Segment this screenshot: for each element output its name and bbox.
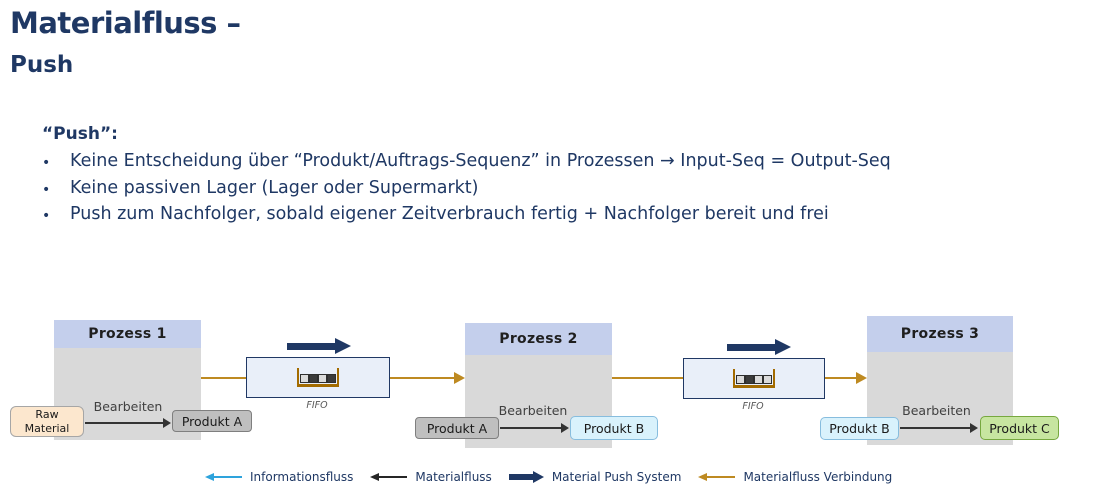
bullet-block: “Push”: • Keine Entscheidung über “Produ… bbox=[42, 124, 1102, 229]
process-arrow-head-icon bbox=[970, 423, 978, 433]
bullet-dot-icon: • bbox=[42, 208, 51, 224]
bullet-dot-icon: • bbox=[42, 181, 51, 198]
material-push-system-arrow-icon bbox=[508, 471, 544, 483]
process-title: Prozess 3 bbox=[900, 326, 980, 342]
process-arrow-head-icon bbox=[561, 423, 569, 433]
legend: Informationsfluss Materialfluss Material… bbox=[205, 470, 892, 484]
material-flow-connection-arrow-icon bbox=[698, 473, 736, 481]
bullet-text: Push zum Nachfolger, sobald eigener Zeit… bbox=[70, 204, 829, 224]
fifo-box-1 bbox=[246, 357, 390, 398]
fifo-queue-icon bbox=[297, 368, 339, 387]
legend-label: Material Push System bbox=[551, 470, 682, 484]
process-arrow-head-icon bbox=[163, 418, 171, 428]
process-arrow-line bbox=[85, 422, 163, 424]
process-header: Prozess 1 bbox=[54, 320, 201, 348]
bearbeiten-label: Bearbeiten bbox=[93, 399, 163, 414]
legend-label: Informationsfluss bbox=[250, 470, 354, 484]
legend-item: Materialfluss bbox=[370, 470, 492, 484]
push-arrow-shaft bbox=[287, 342, 335, 350]
bullet-dot-icon: • bbox=[42, 155, 51, 171]
information-flow-arrow-icon bbox=[205, 473, 242, 481]
bearbeiten-label: Bearbeiten bbox=[498, 403, 568, 418]
legend-label: Materialfluss Verbindung bbox=[743, 470, 893, 484]
process-header: Prozess 3 bbox=[867, 316, 1013, 352]
push-arrow-head bbox=[775, 339, 791, 355]
bullet-item: • Push zum Nachfolger, sobald eigener Ze… bbox=[42, 202, 1102, 229]
material-connector-line bbox=[389, 377, 454, 379]
raw-material-box: Raw Material bbox=[10, 406, 84, 437]
legend-label: Materialfluss bbox=[415, 470, 492, 484]
product-box: Produkt B bbox=[570, 416, 658, 440]
process-arrow-line bbox=[500, 427, 561, 429]
bullet-item: • Keine Entscheidung über “Produkt/Auftr… bbox=[42, 149, 1102, 176]
product-box: Produkt C bbox=[980, 416, 1059, 440]
fifo-queue-icon bbox=[733, 369, 775, 388]
material-flow-arrow-icon bbox=[370, 473, 408, 481]
material-connector-line bbox=[201, 377, 246, 379]
product-box: Produkt A bbox=[172, 410, 252, 432]
material-connector-arrowhead-icon bbox=[856, 372, 867, 384]
legend-item: Material Push System bbox=[508, 470, 682, 484]
bullet-text: Keine passiven Lager (Lager oder Superma… bbox=[70, 177, 479, 198]
process-arrow-line bbox=[900, 427, 970, 429]
slide-title-line2: Push bbox=[10, 52, 74, 78]
material-connector-arrowhead-icon bbox=[454, 372, 465, 384]
legend-item: Informationsfluss bbox=[205, 470, 353, 484]
push-arrow-icon bbox=[727, 339, 791, 355]
bullet-text: Keine Entscheidung über “Produkt/Auftrag… bbox=[70, 151, 891, 171]
push-arrow-icon bbox=[287, 338, 351, 354]
fifo-label: FIFO bbox=[306, 400, 328, 411]
process-title: Prozess 1 bbox=[88, 326, 167, 342]
material-connector-line bbox=[824, 377, 856, 379]
push-arrow-shaft bbox=[727, 343, 775, 351]
fifo-box-2 bbox=[683, 358, 825, 399]
bearbeiten-label: Bearbeiten bbox=[902, 403, 971, 418]
legend-item: Materialfluss Verbindung bbox=[698, 470, 892, 484]
bullet-item: • Keine passiven Lager (Lager oder Super… bbox=[42, 176, 1102, 203]
slide-title-line1: Materialfluss – bbox=[10, 6, 241, 40]
material-connector-line bbox=[612, 377, 683, 379]
fifo-label: FIFO bbox=[742, 401, 764, 412]
product-box: Produkt A bbox=[415, 417, 499, 439]
product-box: Produkt B bbox=[820, 417, 899, 440]
process-title: Prozess 2 bbox=[499, 331, 578, 347]
process-header: Prozess 2 bbox=[465, 323, 612, 355]
push-arrow-head bbox=[335, 338, 351, 354]
bullet-heading: “Push”: bbox=[42, 124, 118, 144]
